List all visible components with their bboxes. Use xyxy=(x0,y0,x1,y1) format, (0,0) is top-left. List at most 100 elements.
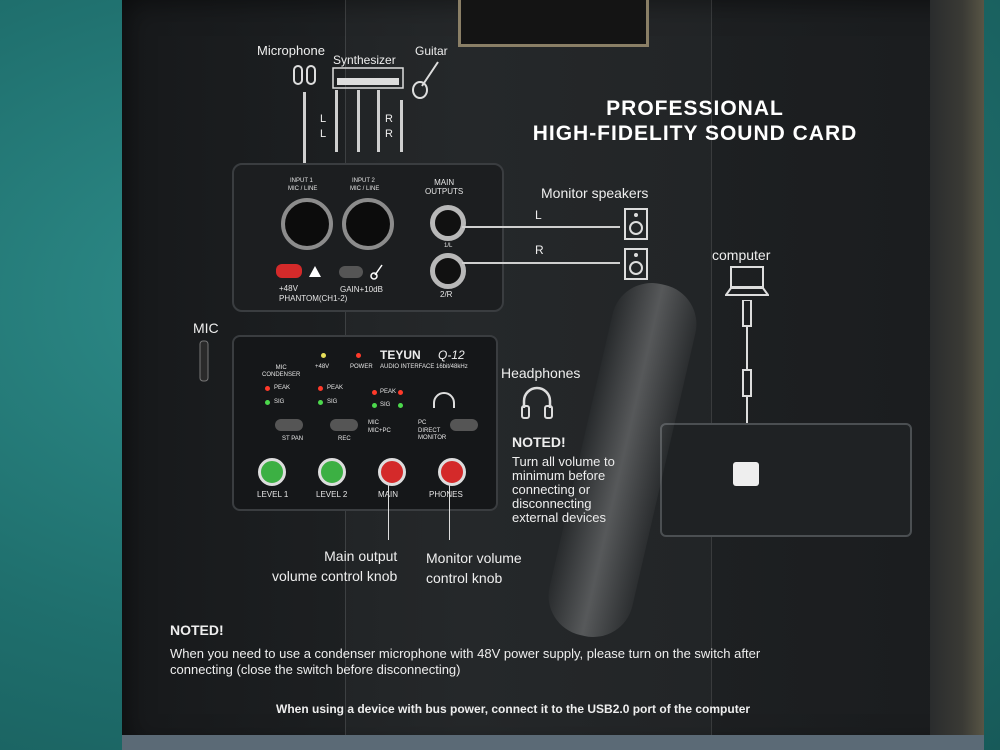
sig-led-main-r xyxy=(398,403,403,408)
guitar-icon xyxy=(412,61,439,99)
speaker-cable-l xyxy=(462,226,620,228)
warning-icon xyxy=(309,266,321,277)
rec-switch xyxy=(330,419,358,431)
main-outputs-label: MAIN OUTPUTS xyxy=(425,178,464,196)
model-subtitle: AUDIO INTERFACE 16bit/48kHz xyxy=(380,364,468,370)
brand-label: TEYUN xyxy=(380,348,421,362)
st-pan-label: ST PAN xyxy=(282,436,304,442)
top-window-frame xyxy=(458,0,649,47)
input-2-label: INPUT 2 xyxy=(352,178,375,184)
peak-label-2: PEAK xyxy=(327,385,344,391)
main-output-knob-label: Main output volume control knob xyxy=(272,548,398,584)
footer-noted-line-2: connecting (close the switch before disc… xyxy=(170,662,461,677)
footer-noted-line-1: When you need to use a condenser microph… xyxy=(170,646,761,661)
model-label: Q-12 xyxy=(438,348,465,362)
sig-label-1: SIG xyxy=(274,399,285,405)
peak-led-main xyxy=(372,390,377,395)
monitor-speakers-label: Monitor speakers xyxy=(541,185,649,201)
box-edge xyxy=(930,0,984,750)
rec-label: REC xyxy=(338,436,351,442)
phantom-power-button xyxy=(276,264,302,278)
footer-noted-title: NOTED! xyxy=(170,622,224,638)
sig-led-1 xyxy=(265,400,270,405)
footer-bus-power-note: When using a device with bus power, conn… xyxy=(276,702,751,716)
usb-b-port xyxy=(733,462,759,486)
speaker-icon xyxy=(624,248,648,280)
heading-line-2: HIGH-FIDELITY SOUND CARD xyxy=(532,122,858,145)
heading-line-1: PROFESSIONAL xyxy=(606,97,784,120)
main-knob xyxy=(378,458,406,486)
synthesizer-icon xyxy=(332,67,404,89)
input-1-xlr-jack xyxy=(281,198,333,250)
box-bottom-strip xyxy=(122,735,984,750)
output-2r-jack xyxy=(430,253,466,289)
level-1-knob xyxy=(258,458,286,486)
synth-cable-left-b xyxy=(357,90,360,152)
plus48v-label: +48V xyxy=(315,364,330,370)
led-48v xyxy=(321,353,326,358)
input-1-sub-label: MIC / LINE xyxy=(288,186,318,192)
microphone-label: Microphone xyxy=(257,43,325,58)
laptop-icon xyxy=(725,266,769,296)
sig-led-2 xyxy=(318,400,323,405)
peak-label-1: PEAK xyxy=(274,385,291,391)
headphones-jack-icon xyxy=(433,392,455,408)
phones-label: PHONES xyxy=(429,490,463,499)
guitar-cable xyxy=(400,100,403,152)
gain-button xyxy=(339,266,363,278)
microphone-icon xyxy=(199,340,209,382)
computer-label: computer xyxy=(712,247,771,263)
mic-mode-label: MIC xyxy=(368,420,379,426)
synth-r-label-2: R xyxy=(385,128,393,140)
direct-monitor-switch xyxy=(450,419,478,431)
mic-pc-mode-label: MIC+PC xyxy=(368,428,391,434)
peak-label-main: PEAK xyxy=(380,389,397,395)
phones-knob-callout-line xyxy=(449,485,450,540)
gain-label: GAIN+10dB xyxy=(340,285,383,294)
pc-mode-label: PC xyxy=(418,420,427,426)
sig-led-main xyxy=(372,403,377,408)
synth-l-label: L xyxy=(320,113,327,125)
synth-cable-left-a xyxy=(335,90,338,152)
synth-cable-right-a xyxy=(377,90,380,152)
speaker-icon xyxy=(624,208,648,240)
mic-condenser-label: MIC CONDENSER xyxy=(262,365,301,378)
phantom-48v-label: +48V xyxy=(279,284,298,293)
level-1-label: LEVEL 1 xyxy=(257,490,289,499)
product-heading: PROFESSIONAL HIGH-FIDELITY SOUND CARD xyxy=(505,96,885,146)
output-1l-jack xyxy=(430,205,466,241)
peak-led-2 xyxy=(318,386,323,391)
phantom-label: PHANTOM(CH1-2) xyxy=(279,294,348,303)
level-2-knob xyxy=(318,458,346,486)
output-1l-label: 1/L xyxy=(444,243,453,249)
mic-cable xyxy=(303,92,306,170)
noted-side-body: Turn all volume to minimum before connec… xyxy=(512,454,615,525)
sig-label-main: SIG xyxy=(380,402,391,408)
synth-r-label: R xyxy=(385,113,393,125)
input-2-xlr-jack xyxy=(342,198,394,250)
guitar-label: Guitar xyxy=(415,44,448,58)
level-2-label: LEVEL 2 xyxy=(316,490,348,499)
monitor-volume-knob-label: Monitor volume control knob xyxy=(426,550,522,586)
microphone-icon xyxy=(293,65,316,85)
mic-side-label: MIC xyxy=(193,320,219,336)
direct-monitor-label: DIRECT MONITOR xyxy=(418,428,447,441)
output-2r-label: 2/R xyxy=(440,290,453,299)
headphones-icon xyxy=(521,386,553,419)
speaker-cable-r xyxy=(462,262,620,264)
usb-port-panel xyxy=(660,423,912,537)
synthesizer-label: Synthesizer xyxy=(333,53,396,67)
phones-knob xyxy=(438,458,466,486)
guitar-small-icon xyxy=(370,264,383,280)
led-power xyxy=(356,353,361,358)
input-2-sub-label: MIC / LINE xyxy=(350,186,380,192)
noted-side-title: NOTED! xyxy=(512,434,566,450)
synth-l-label-2: L xyxy=(320,128,327,140)
headphones-label: Headphones xyxy=(501,365,581,381)
peak-led-1 xyxy=(265,386,270,391)
sig-label-2: SIG xyxy=(327,399,338,405)
power-label: POWER xyxy=(350,364,373,370)
peak-led-main-r xyxy=(398,390,403,395)
speaker-l-label: L xyxy=(535,208,542,222)
st-pan-switch xyxy=(275,419,303,431)
